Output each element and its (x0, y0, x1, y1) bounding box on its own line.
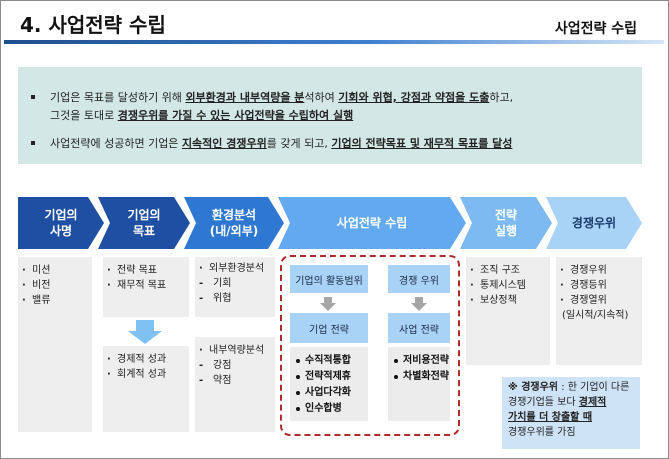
intro-panel: 기업은 목표를 달성하기 위해 외부환경과 내부역량을 분석하여 기회와 위협,… (18, 67, 642, 164)
bullet-icon (31, 141, 35, 145)
list-subitem: 강점 (199, 358, 275, 373)
intro-bullet-2: 사업전략에 성공하면 기업은 지속적인 경쟁우위를 갖게 되고, 기업의 전략목… (31, 135, 632, 153)
list-item: 전략적제휴 (296, 369, 368, 385)
competitive-advantage-box: 경쟁 우위 (388, 265, 450, 293)
text-emphasis: 지속적인 경쟁우위 (181, 137, 267, 150)
list-item: 외부환경분석 (199, 261, 275, 276)
text-segment: : 한 기업이 다른 (558, 382, 630, 393)
flow-step-label: 전략 실행 (494, 208, 518, 238)
page-title: 4. 사업전략 수립 (20, 13, 166, 37)
list-subitem: 위협 (199, 291, 275, 306)
note-line-2: 경쟁기업들 보다 경제적 (508, 395, 634, 410)
list-item: 조직 구조 (470, 263, 550, 278)
definition-note: ※ 경쟁우위 : 한 기업이 다른 경쟁기업들 보다 경제적 가치를 더 창출할… (502, 377, 640, 449)
note-line-1: ※ 경쟁우위 : 한 기업이 다른 (508, 380, 634, 395)
list-item: 저비용전략 (394, 353, 450, 369)
mission-box: 미션 비전 밸류 (18, 257, 92, 432)
text-segment: 하고, (489, 91, 514, 104)
list-item: 미션 (22, 263, 92, 278)
intro-bullet-1-line-2: 그것을 토대로 경쟁우위를 가질 수 있는 사업전략을 수립하여 실행 (50, 107, 632, 125)
advantage-note: (일시적/지속적) (562, 310, 629, 321)
text-segment: 사업전략에 성공하면 기업은 (50, 137, 182, 150)
note-label: ※ 경쟁우위 (508, 382, 559, 393)
business-strategy-list: 저비용전략 차별화전략 (388, 347, 450, 421)
intro-bullet-2-line: 사업전략에 성공하면 기업은 지속적인 경쟁우위를 갖게 되고, 기업의 전략목… (50, 135, 632, 153)
activity-scope-box: 기업의 활동범위 (290, 265, 368, 293)
intro-bullet-1: 기업은 목표를 달성하기 위해 외부환경과 내부역량을 분석하여 기회와 위협,… (31, 89, 632, 125)
list-item: 비전 (22, 278, 92, 293)
list-item: 밸류 (22, 293, 92, 308)
flow-step-goals: 기업의 목표 (98, 197, 190, 249)
flow-step-execution: 전략 실행 (460, 197, 552, 249)
business-strategy-box: 사업 전략 (388, 313, 450, 343)
list-item: 내부역량분석 (199, 343, 275, 358)
text-emphasis: 가치를 더 창출할 때 (508, 412, 593, 423)
list-item: 경쟁열위 (560, 293, 642, 308)
bullet-icon (31, 95, 35, 99)
flow-step-advantage: 경쟁우위 (546, 197, 642, 249)
text-emphasis: 외부환경과 내부역량을 분 (185, 91, 305, 104)
text-emphasis: 기업의 전략목표 및 재무적 목표를 달성 (331, 137, 513, 150)
list-item: 수직적통합 (296, 353, 368, 369)
text-emphasis: 경쟁우위를 가질 수 있는 사업전략을 수립하여 실행 (117, 109, 354, 122)
goals-bottom-box: 경제적 성과 회계적 성과 (103, 346, 189, 432)
text-segment: 경쟁기업들 보다 (508, 397, 579, 408)
internal-analysis-box: 내부역량분석 강점 약점 (195, 337, 275, 432)
list-item: 회계적 성과 (107, 367, 189, 382)
text-segment: 기업은 목표를 달성하기 위해 (50, 91, 186, 104)
list-item: 보상정책 (470, 293, 550, 308)
flow-step-label: 기업의 목표 (127, 208, 161, 238)
page-subtitle: 사업전략 수립 (554, 21, 637, 37)
text-segment: 를 갖게 되고, (266, 137, 332, 150)
flow-step-environment: 환경분석 (내/외부) (184, 197, 284, 249)
list-item: 전략 목표 (107, 263, 189, 278)
strategy-panel: 기업의 활동범위 경쟁 우위 기업 전략 사업 전략 수직적통합 전략적제휴 사… (280, 255, 460, 436)
text-segment: 석하여 (304, 91, 339, 104)
flow-step-label: 경쟁우위 (571, 216, 617, 230)
list-item: 경제적 성과 (107, 352, 189, 367)
note-line-4: 경쟁우위를 가짐 (508, 425, 634, 440)
list-subitem: 기회 (199, 276, 275, 291)
list-item: 인수합병 (296, 401, 368, 417)
list-item: 경쟁등위 (560, 278, 642, 293)
list-item: 재무적 목표 (107, 278, 189, 293)
text-segment: 경쟁우위를 가짐 (508, 427, 576, 438)
external-analysis-box: 외부환경분석 기회 위협 (195, 257, 275, 317)
list-item: 통제시스템 (470, 278, 550, 293)
text-emphasis: 기회와 위협, 강점과 약점을 도출 (338, 91, 490, 104)
corporate-strategy-box: 기업 전략 (290, 313, 368, 343)
list-item: 경쟁우위 (560, 263, 642, 278)
advantage-box: 경쟁우위 경쟁등위 경쟁열위 (일시적/지속적) (556, 257, 642, 365)
list-item: 사업다각화 (296, 385, 368, 401)
flow-step-label: 사업전략 수립 (336, 216, 408, 230)
text-emphasis: 경제적 (578, 397, 607, 408)
title-divider (4, 40, 664, 44)
flow-step-strategy: 사업전략 수립 (278, 197, 466, 249)
text-segment: 그것을 토대로 (50, 109, 118, 122)
flow-step-label: 기업의 사명 (44, 208, 78, 238)
list-item: 차별화전략 (394, 369, 450, 385)
down-arrow-icon (411, 297, 427, 311)
execution-box: 조직 구조 통제시스템 보상정책 (466, 257, 550, 365)
down-arrow-icon (320, 297, 336, 311)
flow-step-mission: 기업의 사명 (18, 197, 104, 249)
down-arrow-icon (128, 320, 162, 344)
intro-bullet-1-line-1: 기업은 목표를 달성하기 위해 외부환경과 내부역량을 분석하여 기회와 위협,… (50, 89, 632, 107)
corporate-strategy-list: 수직적통합 전략적제휴 사업다각화 인수합병 (290, 347, 368, 421)
list-subitem: 약점 (199, 373, 275, 388)
note-line-3: 가치를 더 창출할 때 (508, 410, 634, 425)
flow-step-label: 환경분석 (내/외부) (209, 208, 259, 238)
goals-top-box: 전략 목표 재무적 목표 (103, 257, 189, 317)
